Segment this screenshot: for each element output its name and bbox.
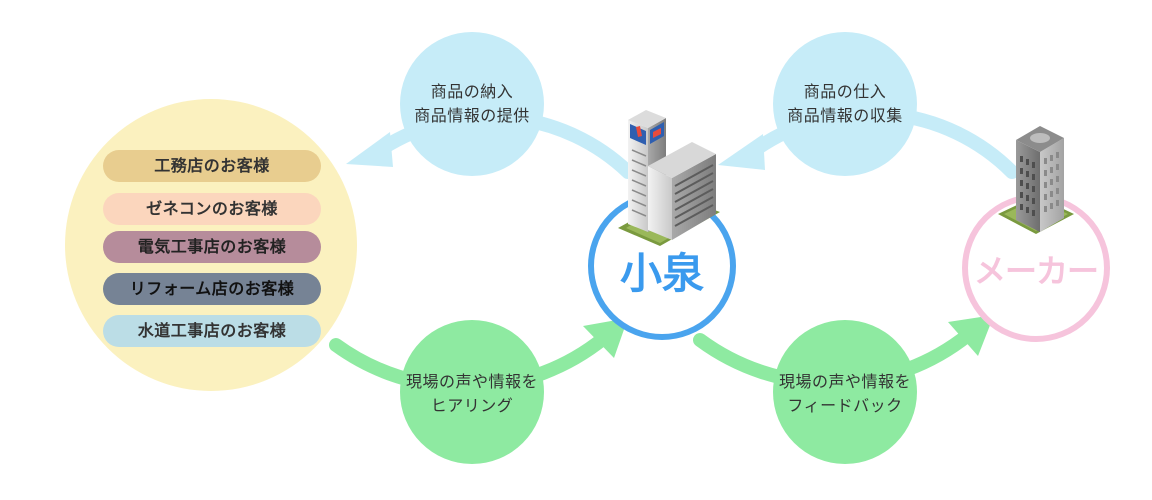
customer-pill-renovation: リフォーム店のお客様 bbox=[103, 273, 321, 305]
delivery-line-2: 商品情報の提供 bbox=[414, 106, 530, 125]
procurement-line-1: 商品の仕入 bbox=[803, 82, 887, 101]
customer-pill-plumbing: 水道工事店のお客様 bbox=[103, 315, 321, 347]
company-name: 小泉 bbox=[619, 249, 704, 298]
hearing-arrowhead-icon bbox=[583, 318, 628, 358]
feedback-bubble-text: 現場の声や情報を フィードバック bbox=[770, 370, 920, 418]
customer-pill-general-contractor: ゼネコンのお客様 bbox=[103, 193, 321, 225]
delivery-bubble bbox=[400, 32, 544, 176]
procurement-line-2: 商品情報の収集 bbox=[787, 106, 903, 125]
procurement-bubble-text: 商品の仕入 商品情報の収集 bbox=[775, 80, 915, 128]
procurement-bubble bbox=[773, 32, 917, 176]
delivery-arrowhead-icon bbox=[346, 132, 393, 167]
procurement-arrowhead-icon bbox=[718, 134, 765, 170]
feedback-bubble bbox=[773, 320, 917, 464]
maker-name: メーカー bbox=[973, 252, 1099, 290]
hearing-bubble-text: 現場の声や情報を ヒアリング bbox=[397, 370, 547, 418]
hearing-line-1: 現場の声や情報を bbox=[405, 372, 538, 391]
feedback-arrowhead-icon bbox=[948, 315, 994, 356]
customer-pill-electrical: 電気工事店のお客様 bbox=[103, 231, 321, 263]
feedback-line-1: 現場の声や情報を bbox=[778, 372, 911, 391]
hearing-bubble bbox=[400, 320, 544, 464]
delivery-line-1: 商品の納入 bbox=[430, 82, 514, 101]
delivery-bubble-text: 商品の納入 商品情報の提供 bbox=[402, 80, 542, 128]
maker-building-icon bbox=[998, 126, 1074, 234]
customer-pill-builder: 工務店のお客様 bbox=[103, 150, 321, 182]
company-building-icon bbox=[618, 110, 720, 246]
feedback-line-2: フィードバック bbox=[787, 396, 903, 415]
hearing-line-2: ヒアリング bbox=[430, 396, 514, 415]
